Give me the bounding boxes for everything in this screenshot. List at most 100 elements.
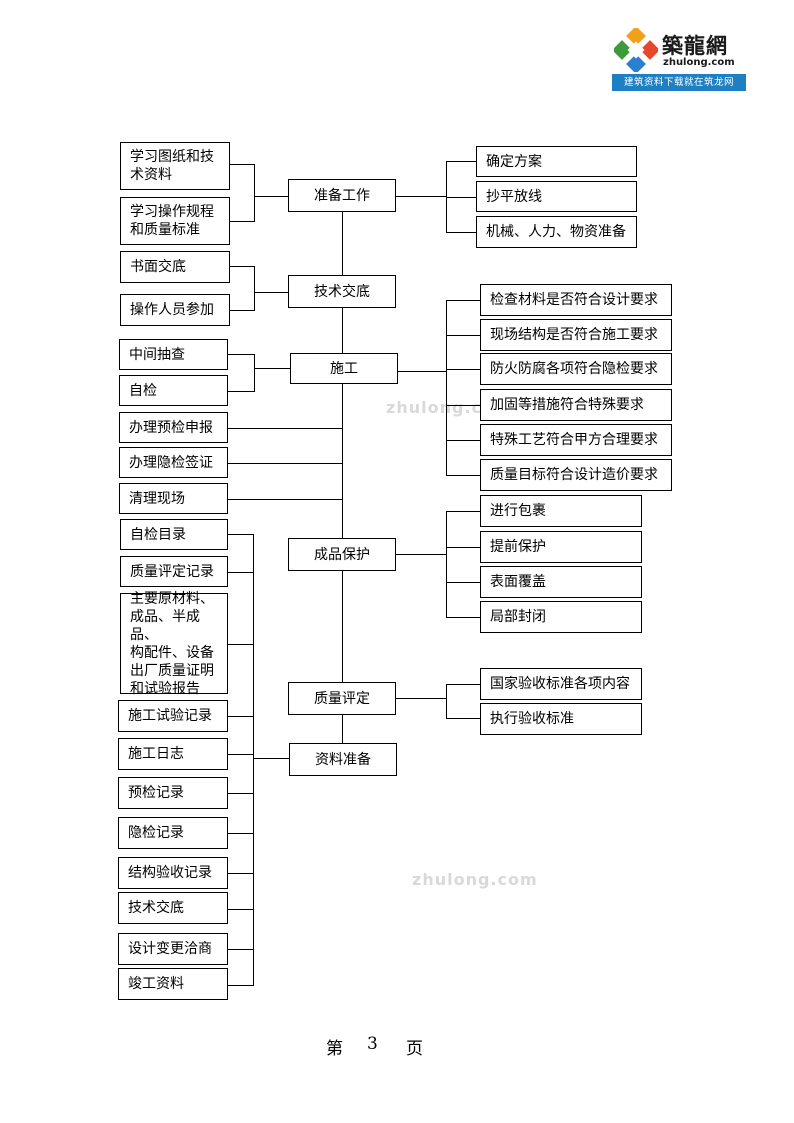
connector [254, 292, 288, 293]
connector [396, 196, 446, 197]
connector [230, 266, 254, 267]
left-item: 预检记录 [118, 777, 228, 809]
logo-domain: zhulong.com [663, 57, 735, 68]
left-item: 自检目录 [120, 519, 228, 550]
right-item: 确定方案 [476, 146, 637, 177]
connector [230, 221, 254, 222]
connector [253, 758, 289, 759]
main-spine [342, 210, 343, 743]
connector [446, 232, 476, 233]
connector [228, 793, 253, 794]
connector [446, 161, 476, 162]
right-item: 国家验收标准各项内容 [480, 668, 642, 700]
right-item: 进行包裹 [480, 495, 642, 527]
right-item: 加固等措施符合特殊要求 [480, 389, 672, 421]
connector [228, 354, 254, 355]
left-item: 书面交底 [120, 251, 230, 283]
connector [446, 582, 480, 583]
connector [228, 985, 253, 986]
connector [446, 475, 480, 476]
left-item: 自检 [119, 375, 228, 406]
connector [446, 684, 447, 719]
right-item: 检查材料是否符合设计要求 [480, 284, 672, 316]
logo-title: 築龍網 [662, 33, 728, 58]
left-item: 办理隐检签证 [119, 447, 228, 478]
connector [228, 833, 253, 834]
connector [446, 369, 480, 370]
connector [254, 368, 290, 369]
step-tech-briefing: 技术交底 [288, 275, 396, 308]
watermark: zhulong.com [386, 398, 512, 417]
logo-slogan: 建筑资料下载就在筑龙网 [612, 74, 746, 91]
connector [446, 335, 480, 336]
connector [446, 547, 480, 548]
right-item: 表面覆盖 [480, 566, 642, 598]
connector [228, 949, 253, 950]
page-suffix: 页 [406, 1039, 423, 1059]
connector [446, 718, 480, 719]
watermark: zhulong.com [412, 870, 538, 889]
logo-cross-icon [614, 28, 658, 72]
step-construction: 施工 [290, 353, 398, 384]
connector [446, 300, 480, 301]
connector [396, 554, 446, 555]
connector [228, 909, 253, 910]
right-item: 机械、人力、物资准备 [476, 216, 637, 248]
left-item: 办理预检申报 [119, 412, 228, 443]
connector [253, 534, 254, 986]
connector [228, 428, 342, 429]
connector [254, 164, 255, 222]
page-number: 3 [367, 1034, 378, 1054]
left-item: 操作人员参加 [120, 294, 230, 326]
connector [228, 391, 254, 392]
left-item: 学习图纸和技 术资料 [120, 142, 230, 190]
zhulong-logo: 築龍網 zhulong.com 建筑资料下载就在筑龙网 [612, 26, 746, 92]
left-item: 中间抽查 [119, 339, 228, 370]
left-item: 主要原材料、 成品、半成品、 构配件、设备 出厂质量证明 和试验报告 [120, 591, 228, 697]
left-item: 技术交底 [118, 892, 228, 924]
step-protection: 成品保护 [288, 538, 396, 571]
page-prefix: 第 [326, 1039, 343, 1059]
connector [446, 511, 480, 512]
connector [254, 196, 288, 197]
left-item: 竣工资料 [118, 968, 228, 1000]
connector [228, 644, 253, 645]
connector [228, 463, 342, 464]
connector [228, 499, 342, 500]
right-item: 局部封闭 [480, 601, 642, 633]
connector [398, 371, 446, 372]
step-documents: 资料准备 [289, 743, 397, 776]
connector [446, 197, 476, 198]
left-item: 质量评定记录 [120, 556, 228, 587]
connector [254, 266, 255, 311]
right-item: 质量目标符合设计造价要求 [480, 459, 672, 491]
connector [228, 534, 253, 535]
connector [228, 716, 253, 717]
step-quality: 质量评定 [288, 682, 396, 715]
right-item: 执行验收标准 [480, 703, 642, 735]
connector [446, 511, 447, 618]
left-item: 施工日志 [118, 738, 228, 770]
connector [230, 164, 254, 165]
connector [446, 405, 480, 406]
left-item: 隐检记录 [118, 817, 228, 849]
connector [446, 300, 447, 475]
left-item: 设计变更洽商 [118, 933, 228, 965]
connector [254, 354, 255, 392]
step-prep: 准备工作 [288, 179, 396, 212]
connector [228, 572, 253, 573]
connector [396, 698, 446, 699]
right-item: 防火防腐各项符合隐检要求 [480, 353, 672, 385]
connector [228, 754, 253, 755]
connector [228, 873, 253, 874]
left-item: 结构验收记录 [118, 857, 228, 889]
connector [446, 684, 480, 685]
connector [446, 617, 480, 618]
right-item: 提前保护 [480, 531, 642, 563]
connector [230, 310, 254, 311]
left-item: 学习操作规程 和质量标准 [120, 197, 230, 245]
left-item: 清理现场 [119, 483, 228, 514]
right-item: 特殊工艺符合甲方合理要求 [480, 424, 672, 456]
right-item: 抄平放线 [476, 181, 637, 212]
